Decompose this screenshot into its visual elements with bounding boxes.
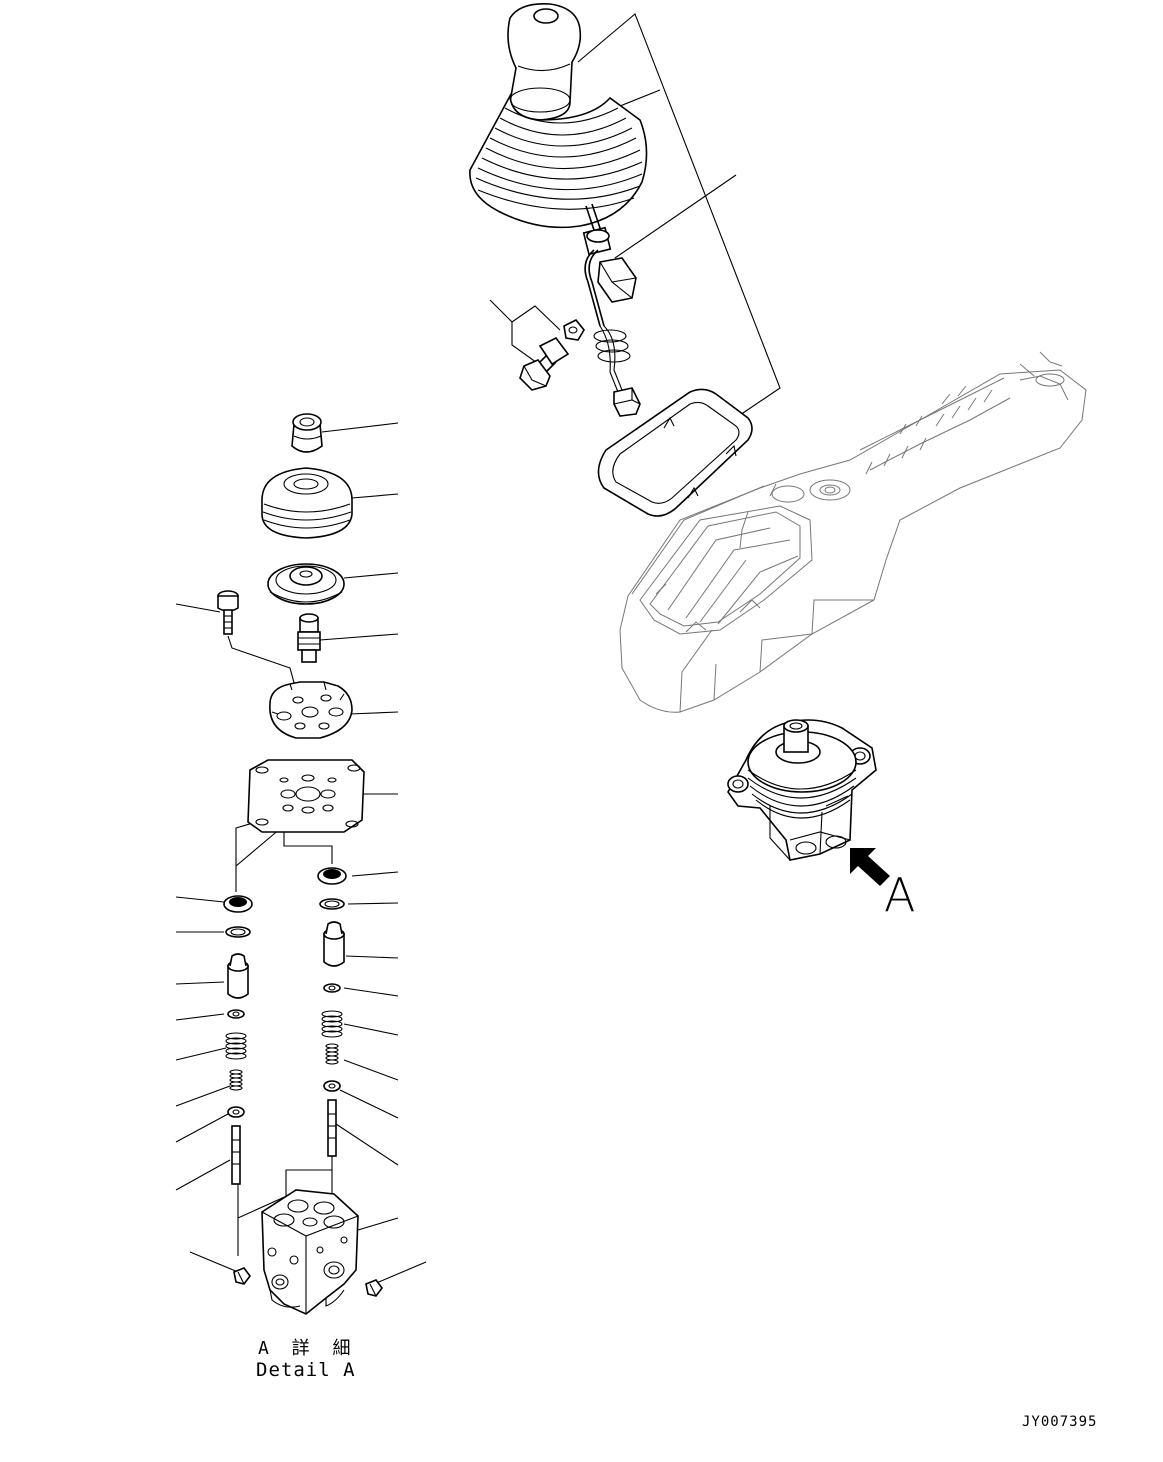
- detail-title-english: Detail A: [256, 1359, 356, 1381]
- detail-a-parts: [217, 413, 383, 1315]
- lever-knob: [507, 2, 582, 121]
- console-housing: [619, 351, 1087, 713]
- lever-cover-plate: [597, 388, 753, 517]
- lever-boot: [469, 93, 648, 229]
- view-arrow-icon: [850, 848, 890, 886]
- detail-title-japanese: A 詳 細: [258, 1338, 357, 1359]
- view-marker-label: A: [884, 868, 916, 922]
- pilot-valve-assembly: [727, 719, 877, 861]
- leader-lines: [175, 13, 781, 1285]
- lever-rod-and-clamp: [582, 203, 641, 417]
- bolt-and-nut-upper: [519, 318, 585, 391]
- drawing-number: JY007395: [1022, 1414, 1098, 1430]
